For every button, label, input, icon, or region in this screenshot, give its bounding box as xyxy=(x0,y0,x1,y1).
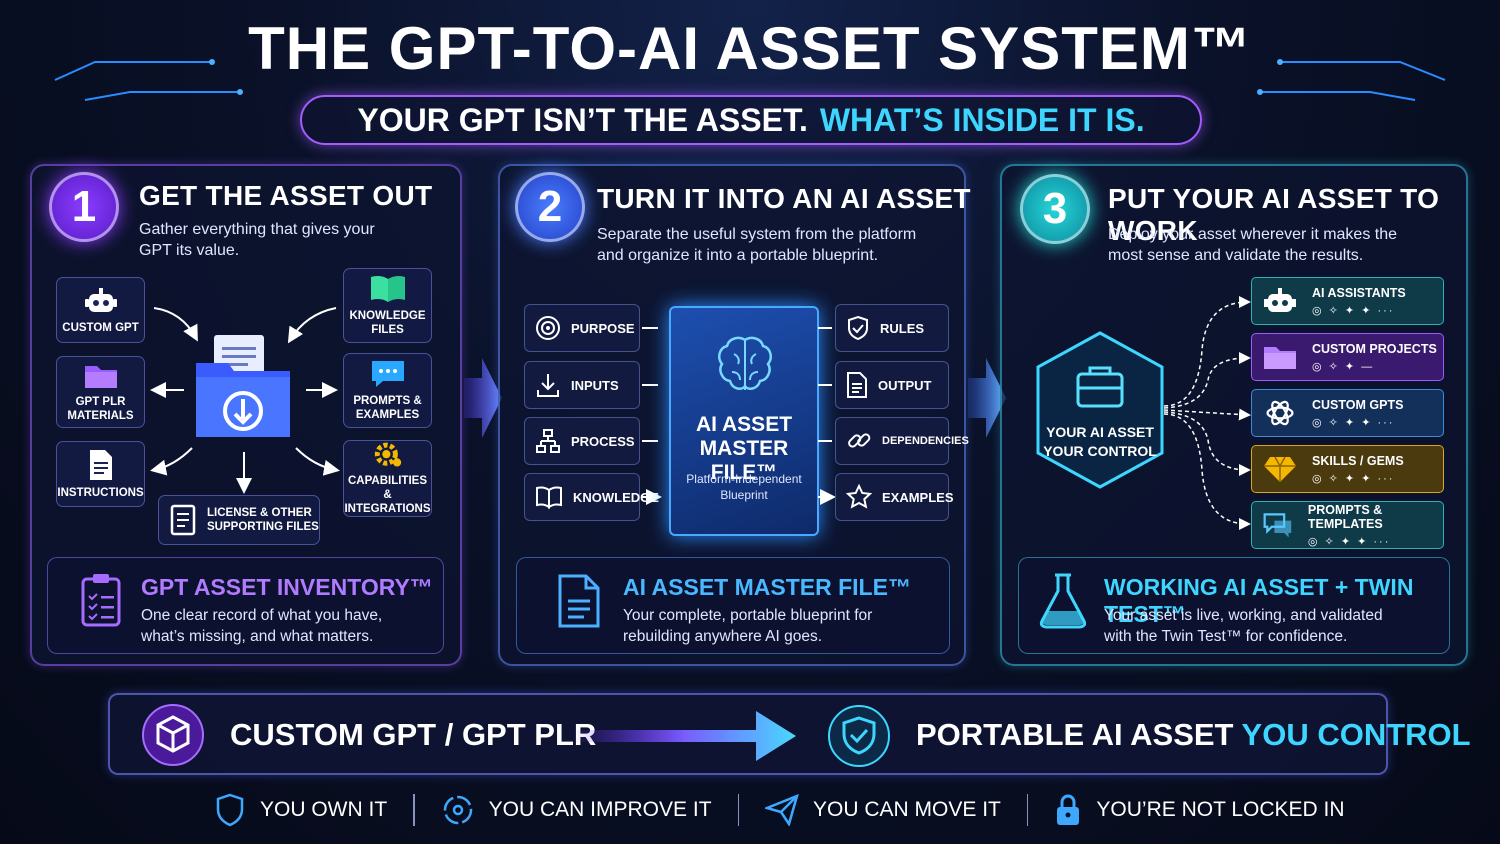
step3-footer-desc: Your asset is live, working, and validat… xyxy=(1104,607,1383,645)
folder-icon xyxy=(1264,347,1296,369)
flowchart-icon xyxy=(536,429,560,453)
lock-icon xyxy=(1057,794,1080,825)
examples-row: EXAMPLES xyxy=(835,473,954,521)
destination-skills-gems: SKILLS / GEMS◎ ✧ ✦ ✦ ··· xyxy=(1251,445,1444,493)
clipboard-icon xyxy=(81,574,121,627)
step3-footer xyxy=(1018,557,1450,654)
paper-plane-icon xyxy=(765,794,799,826)
folder-icon xyxy=(84,365,117,388)
circuit-lines-right xyxy=(1257,59,1446,101)
checklist-icon xyxy=(170,504,196,536)
transform-to: PORTABLE AI ASSET YOU CONTROL xyxy=(916,717,1471,752)
brain-icon xyxy=(718,336,772,390)
document-icon xyxy=(847,372,867,398)
link-icon xyxy=(848,433,871,448)
step2-heading: TURN IT INTO AN AI ASSET xyxy=(597,183,971,214)
dependencies-row: DEPENDENCIES xyxy=(835,417,969,465)
document-icon xyxy=(89,449,112,480)
transform-from: CUSTOM GPT / GPT PLR xyxy=(230,717,597,752)
chat-bubbles-icon xyxy=(1263,513,1292,538)
inputs-row: INPUTS xyxy=(524,361,640,409)
benefit-improve: YOU CAN IMPROVE IT xyxy=(441,793,712,827)
divider xyxy=(737,794,740,826)
step1-footer xyxy=(47,557,444,654)
step1-footer-desc: One clear record of what you have,what’s… xyxy=(141,607,383,645)
chat-bubble-icon xyxy=(371,361,404,387)
capabilities-card: CAPABILITIES &INTEGRATIONS xyxy=(343,440,432,517)
step1-number: 1 xyxy=(49,172,119,242)
book-icon xyxy=(536,486,562,509)
tagline: YOUR GPT ISN’T THE ASSET. WHAT’S INSIDE … xyxy=(300,95,1202,145)
step2-number: 2 xyxy=(515,172,585,242)
right-connector-arrows xyxy=(818,327,838,524)
divider xyxy=(413,794,415,826)
destination-ai-assistants: AI ASSISTANTS◎ ✧ ✦ ✦ ··· xyxy=(1251,277,1444,325)
step2-footer xyxy=(516,557,950,654)
circuit-lines-left xyxy=(54,59,243,101)
page-title: THE GPT-TO-AI ASSET SYSTEM™ xyxy=(248,15,1252,82)
custom-gpt-card: CUSTOM GPT xyxy=(56,277,145,343)
benefits-row: YOU OWN IT YOU CAN IMPROVE IT YOU CAN MO… xyxy=(214,790,1345,830)
shield-check-icon xyxy=(848,315,868,341)
refresh-gear-icon xyxy=(443,795,472,825)
tagline-highlight: WHAT’S INSIDE IT IS. xyxy=(819,101,1145,138)
benefit-not-locked: YOU’RE NOT LOCKED IN xyxy=(1054,793,1345,827)
step1-footer-title: GPT ASSET INVENTORY™ xyxy=(141,574,433,600)
divider xyxy=(1026,794,1029,826)
benefit-move: YOU CAN MOVE IT xyxy=(765,794,1001,826)
step1-heading: GET THE ASSET OUT xyxy=(139,180,433,211)
robot-icon xyxy=(84,287,117,312)
star-icon xyxy=(846,484,872,509)
benefit-own: YOU OWN IT xyxy=(214,793,387,827)
instructions-card: INSTRUCTIONS xyxy=(56,441,145,507)
gem-icon xyxy=(1264,456,1296,482)
step2-description: Separate the useful system from the plat… xyxy=(597,226,917,264)
book-open-icon xyxy=(370,275,405,302)
download-icon xyxy=(537,374,559,397)
openai-logo-icon xyxy=(1266,400,1294,426)
gear-icon xyxy=(374,442,401,467)
arrow-step2-to-step3 xyxy=(968,358,1006,438)
knowledge-row: KNOWLEDGE xyxy=(524,473,659,521)
process-row: PROCESS xyxy=(524,417,640,465)
output-row: OUTPUT xyxy=(835,361,949,409)
gather-arrows xyxy=(150,307,340,494)
step2-footer-title: AI ASSET MASTER FILE™ xyxy=(623,574,911,600)
target-icon xyxy=(536,316,560,340)
arrow-step1-to-step2 xyxy=(464,358,502,438)
destination-prompts-templates: PROMPTS & TEMPLATES◎ ✧ ✦ ✦ ··· xyxy=(1251,501,1444,549)
robot-icon xyxy=(1264,288,1296,312)
purpose-row: PURPOSE xyxy=(524,304,640,352)
central-folder-icon xyxy=(196,335,290,437)
transform-arrow xyxy=(572,711,796,761)
shield-icon xyxy=(216,793,244,827)
step3-footer-title: WORKING AI ASSET + TWIN TEST™ xyxy=(1104,574,1414,627)
step3-heading: PUT YOUR AI ASSET TO WORK xyxy=(1108,183,1440,246)
prompts-examples-card: PROMPTS &EXAMPLES xyxy=(343,353,432,428)
tagline-part1: YOUR GPT ISN’T THE ASSET. xyxy=(357,101,808,138)
shield-check-icon xyxy=(828,705,890,767)
destination-custom-projects: CUSTOM PROJECTS◎ ✧ ✦ — xyxy=(1251,333,1444,381)
left-connector-arrows xyxy=(642,327,664,524)
gpt-cube-icon xyxy=(142,704,204,766)
rules-row: RULES xyxy=(835,304,949,352)
deploy-connectors xyxy=(1163,296,1251,530)
control-hexagon xyxy=(1036,331,1164,489)
file-icon xyxy=(558,574,600,628)
destination-custom-gpts: CUSTOM GPTS◎ ✧ ✦ ✦ ··· xyxy=(1251,389,1444,437)
flask-icon xyxy=(1039,573,1087,629)
step3-number: 3 xyxy=(1020,174,1090,244)
